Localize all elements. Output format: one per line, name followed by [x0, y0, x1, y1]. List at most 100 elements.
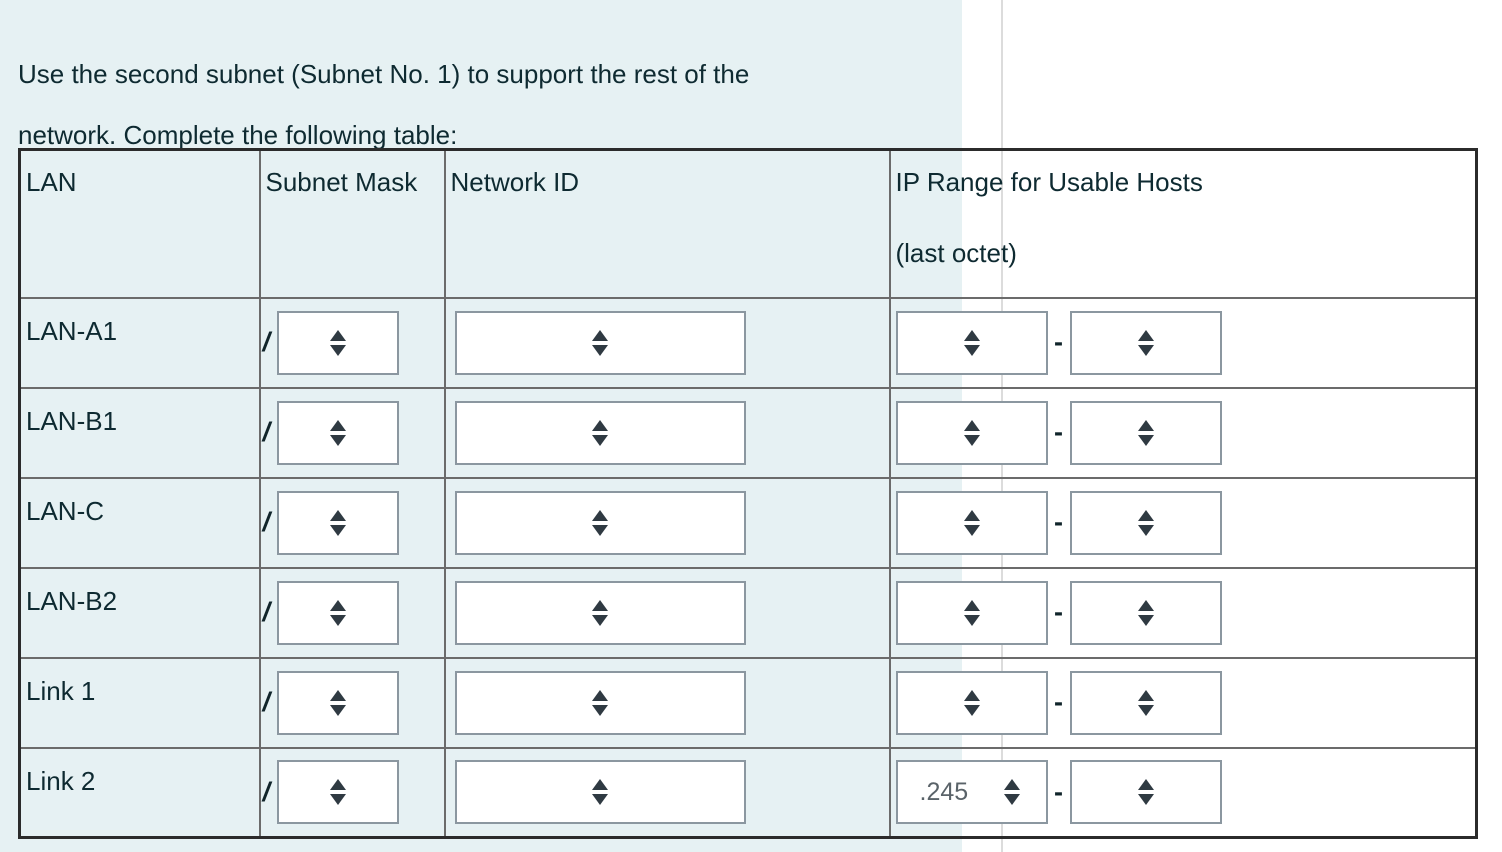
range-separator-label: - — [1054, 327, 1063, 357]
network-id-group — [446, 389, 889, 477]
cell-ip-range: - — [888, 476, 1478, 569]
cell-network-id — [443, 476, 891, 569]
cell-lan: LAN-B1 — [18, 386, 261, 479]
slash-prefix-label: / — [262, 776, 271, 807]
cell-network-id — [443, 656, 891, 749]
table-row: LAN-A1 / - — [18, 296, 1478, 389]
subnet-mask-group: / — [261, 659, 444, 747]
range-separator-label: - — [1054, 776, 1063, 807]
slash-prefix-label: / — [262, 597, 271, 627]
cell-network-id — [443, 746, 891, 839]
cell-subnet-mask: / — [258, 296, 446, 389]
ip-range-start-select[interactable] — [895, 670, 1048, 735]
range-separator-label: - — [1054, 417, 1063, 447]
cell-network-id — [443, 296, 891, 389]
subnet-mask-select[interactable] — [277, 670, 400, 735]
network-id-select[interactable] — [454, 310, 746, 375]
network-id-select[interactable] — [454, 580, 746, 645]
network-id-select[interactable] — [454, 760, 746, 825]
subnet-mask-select[interactable] — [277, 490, 400, 555]
ip-range-end-select[interactable] — [1069, 490, 1222, 555]
subnet-mask-group: / — [261, 569, 444, 657]
network-id-group — [446, 659, 889, 747]
slash-prefix-label: / — [262, 687, 271, 717]
chevron-updown-icon — [279, 403, 397, 463]
cell-lan: LAN-B2 — [18, 566, 261, 659]
intro-paragraph: Use the second subnet (Subnet No. 1) to … — [18, 59, 750, 150]
chevron-updown-icon — [1072, 313, 1220, 373]
ip-range-end-select[interactable] — [1069, 670, 1222, 735]
chevron-updown-icon — [279, 673, 397, 733]
subnet-mask-select[interactable] — [277, 400, 400, 465]
lan-label: LAN-B1 — [26, 405, 118, 436]
table-header-row: LAN Subnet Mask Network ID IP Range for … — [18, 148, 1478, 299]
chevron-updown-icon — [898, 673, 1046, 733]
table-row: LAN-B2/ - — [18, 566, 1478, 659]
cell-subnet-mask: / — [258, 476, 446, 569]
chevron-updown-icon — [279, 762, 397, 822]
cell-network-id — [443, 386, 891, 479]
chevron-updown-icon — [1072, 403, 1220, 463]
cell-subnet-mask: / — [258, 386, 446, 479]
ip-range-start-select-value: .245 — [919, 777, 969, 806]
subnet-mask-group: / — [261, 299, 444, 387]
column-header-ip-range-sub: (last octet) — [895, 238, 1017, 269]
table-row: LAN-B1 / - — [18, 386, 1478, 479]
cell-lan: LAN-C — [18, 476, 261, 569]
cell-lan: LAN-A1 — [18, 296, 261, 389]
column-header-lan: LAN — [18, 148, 261, 299]
ip-range-group: - — [891, 389, 1476, 477]
ip-range-end-select[interactable] — [1069, 760, 1222, 825]
subnet-mask-select[interactable] — [277, 310, 400, 375]
cell-network-id — [443, 566, 891, 659]
chevron-updown-icon — [898, 313, 1046, 373]
chevron-updown-icon — [279, 493, 397, 553]
network-id-group — [446, 569, 889, 657]
ip-range-start-select[interactable] — [895, 580, 1048, 645]
chevron-updown-icon — [1072, 493, 1220, 553]
network-id-group — [446, 749, 889, 837]
chevron-updown-icon — [898, 493, 1046, 553]
network-id-select[interactable] — [454, 490, 746, 555]
cell-ip-range: - — [888, 386, 1478, 479]
cell-ip-range: - — [888, 566, 1478, 659]
table-body: LAN-A1/-LAN-B1/-LAN-C/-LAN-B2/-Link 1/-L… — [18, 296, 1478, 839]
chevron-updown-icon — [457, 403, 744, 463]
ip-range-group: - — [891, 299, 1476, 387]
network-id-select[interactable] — [454, 670, 746, 735]
cell-lan: Link 1 — [18, 656, 261, 749]
column-header-ip-range-main: IP Range for Usable Hosts — [895, 167, 1203, 197]
chevron-updown-icon — [457, 583, 744, 643]
cell-ip-range: .245 - — [888, 746, 1478, 839]
ip-range-end-select[interactable] — [1069, 310, 1222, 375]
subnet-worksheet-table: LAN Subnet Mask Network ID IP Range for … — [18, 148, 1478, 839]
cell-subnet-mask: / — [258, 566, 446, 659]
ip-range-end-select[interactable] — [1069, 580, 1222, 645]
ip-range-start-select[interactable] — [895, 310, 1048, 375]
table-row: Link 1/ - — [18, 656, 1478, 749]
ip-range-group: .245 - — [891, 749, 1476, 837]
lan-label: LAN-A1 — [26, 315, 118, 346]
network-id-group — [446, 299, 889, 387]
lan-label: Link 2 — [26, 765, 96, 796]
ip-range-start-select[interactable]: .245 — [895, 760, 1048, 825]
ip-range-group: - — [891, 659, 1476, 747]
lan-label: LAN-C — [26, 495, 105, 526]
chevron-updown-icon — [457, 313, 744, 373]
ip-range-start-select[interactable] — [895, 400, 1048, 465]
chevron-updown-icon — [898, 403, 1046, 463]
ip-range-end-select[interactable] — [1069, 400, 1222, 465]
chevron-updown-icon — [279, 313, 397, 373]
cell-lan: Link 2 — [18, 746, 261, 839]
chevron-updown-icon — [279, 583, 397, 643]
cell-ip-range: - — [888, 296, 1478, 389]
subnet-mask-group: / — [261, 479, 444, 567]
column-header-network-id: Network ID — [443, 148, 891, 299]
cell-ip-range: - — [888, 656, 1478, 749]
subnet-mask-select[interactable] — [277, 760, 400, 825]
cell-subnet-mask: / — [258, 656, 446, 749]
subnet-mask-select[interactable] — [277, 580, 400, 645]
network-id-select[interactable] — [454, 400, 746, 465]
slash-prefix-label: / — [262, 507, 271, 537]
ip-range-start-select[interactable] — [895, 490, 1048, 555]
